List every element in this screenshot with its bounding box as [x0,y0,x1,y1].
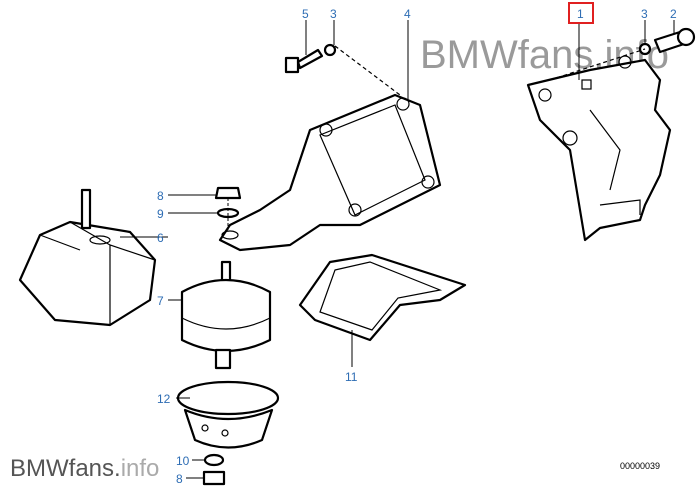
part-washer-3a[interactable] [323,43,337,57]
callout-8[interactable]: 8 [157,189,164,203]
callout-3[interactable]: 3 [641,7,648,21]
part-nut-8b[interactable] [202,470,226,486]
callout-3[interactable]: 3 [330,7,337,21]
part-washer-10[interactable] [203,453,225,467]
diagram-code: 00000039 [620,461,660,471]
part-mount-cup-12[interactable] [176,380,280,449]
highlight-box-1 [568,2,594,24]
part-bolt-5[interactable] [284,48,324,74]
callout-8[interactable]: 8 [176,472,183,486]
callout-10[interactable]: 10 [176,454,190,468]
part-nut-8a[interactable] [214,186,242,200]
part-heat-shield-11[interactable] [298,253,467,342]
callout-5[interactable]: 5 [302,7,309,21]
callout-4[interactable]: 4 [404,7,411,21]
part-engine-bracket-4[interactable] [218,93,442,252]
callout-2[interactable]: 2 [670,7,677,21]
part-engine-mount-6[interactable] [18,188,157,327]
watermark-bottom: BMWfans.info [10,455,159,482]
part-bolt-2[interactable] [653,27,696,54]
callout-9[interactable]: 9 [157,207,164,221]
callout-12[interactable]: 12 [157,392,171,406]
callout-7[interactable]: 7 [157,294,164,308]
part-bracket-1[interactable] [526,55,672,242]
callout-1[interactable]: 1 [577,7,584,21]
callout-11[interactable]: 11 [345,370,358,384]
part-rubber-mount-7[interactable] [180,260,272,370]
callout-6[interactable]: 6 [157,231,164,245]
